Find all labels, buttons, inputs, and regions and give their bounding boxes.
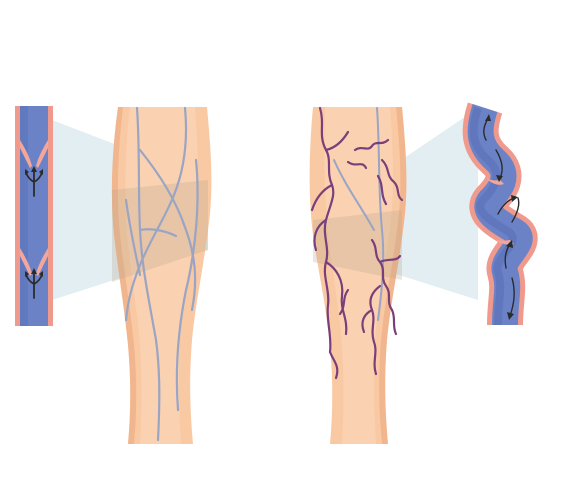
varicose-twisted-veins [310, 106, 404, 380]
varicose-leg [309, 106, 407, 444]
flow-arrow-icon [497, 195, 520, 223]
flow-arrow-icon [504, 240, 515, 320]
healthy-vein-closeup [15, 106, 53, 326]
valve-lower-right [36, 248, 48, 276]
healthy-leg-shadow-left [111, 107, 137, 444]
valve-upper-left [20, 140, 32, 168]
healthy-leg-highlight [125, 107, 199, 444]
valve-arrow-icon [25, 166, 43, 197]
valve-arrow-icon [25, 268, 43, 299]
varicose-leg-highlight [324, 107, 394, 444]
flow-arrow-icon [483, 114, 503, 182]
varicose-vein-closeup [462, 102, 538, 326]
healthy-leg [111, 106, 212, 444]
valve-lower-left [20, 248, 32, 276]
healthy-vessel-shade [20, 106, 28, 326]
varicose-vessel-shade [469, 106, 517, 326]
varicose-valve [486, 178, 504, 185]
varicose-vessel-lumen [467, 104, 533, 326]
healthy-veins [124, 106, 199, 442]
varicose-leg-shadow-right [379, 107, 407, 444]
valve-upper-right [36, 140, 48, 168]
